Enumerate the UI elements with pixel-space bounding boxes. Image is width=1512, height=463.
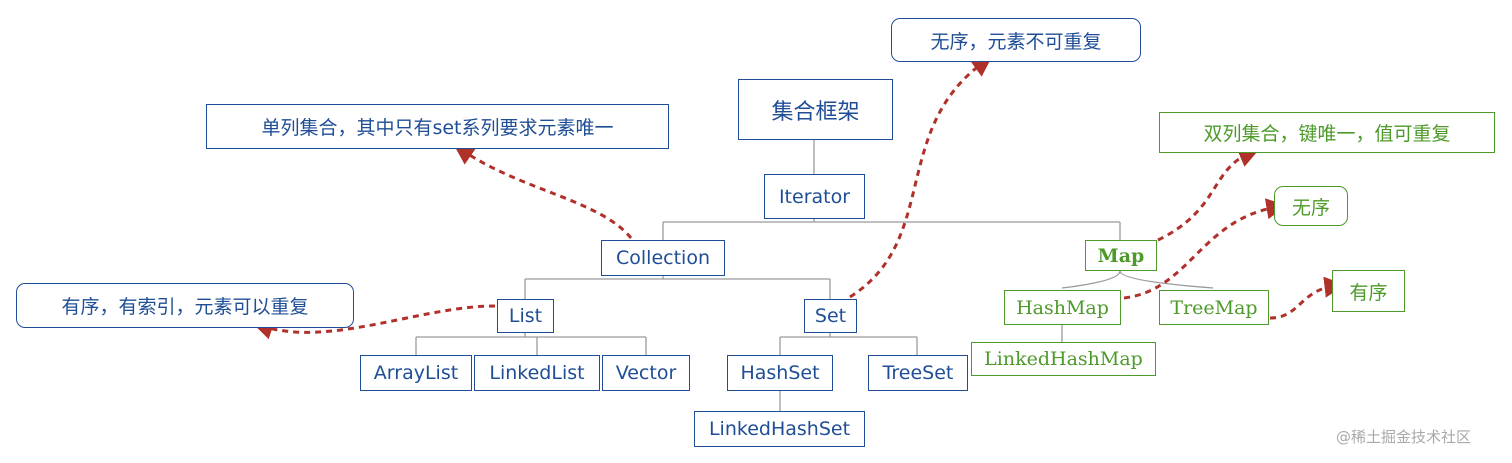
node-collection: Collection (601, 240, 725, 276)
node-hashmap: HashMap (1004, 290, 1121, 325)
node-arraylist: ArrayList (360, 355, 472, 391)
node-linkedhashset: LinkedHashSet (694, 411, 865, 447)
note-double-column: 双列集合，键唯一，值可重复 (1159, 112, 1495, 153)
node-iterator: Iterator (764, 174, 865, 219)
hierarchy-lines (415, 140, 1214, 411)
note-single-column: 单列集合，其中只有set系列要求元素唯一 (206, 104, 669, 149)
note-hashmap-unordered: 无序 (1274, 186, 1348, 226)
note-treemap-ordered: 有序 (1332, 270, 1405, 312)
node-set: Set (804, 299, 857, 333)
arrow-map-note (1157, 147, 1260, 242)
node-framework: 集合框架 (738, 79, 893, 140)
arrow-collection-note (453, 144, 633, 239)
node-map: Map (1085, 240, 1157, 271)
arrow-hashmap-note (1123, 198, 1288, 300)
node-linkedlist: LinkedList (474, 355, 600, 391)
node-treemap: TreeMap (1159, 290, 1269, 325)
watermark: @稀土掘金技术社区 (1336, 428, 1472, 446)
node-hashset: HashSet (727, 355, 833, 391)
arrow-treemap-note (1269, 276, 1346, 320)
arrow-set-note (849, 55, 993, 299)
node-treeset: TreeSet (868, 355, 968, 391)
node-linkedhashmap: LinkedHashMap (971, 342, 1156, 376)
line-map-treemap (1119, 270, 1214, 289)
node-vector: Vector (602, 355, 690, 391)
annotation-arrows (252, 55, 1346, 340)
note-list-ordered: 有序，有索引，元素可以重复 (16, 283, 354, 328)
note-set-unordered: 无序，元素不可重复 (891, 18, 1141, 62)
line-map-hashmap (1061, 270, 1121, 289)
node-list: List (497, 299, 554, 333)
